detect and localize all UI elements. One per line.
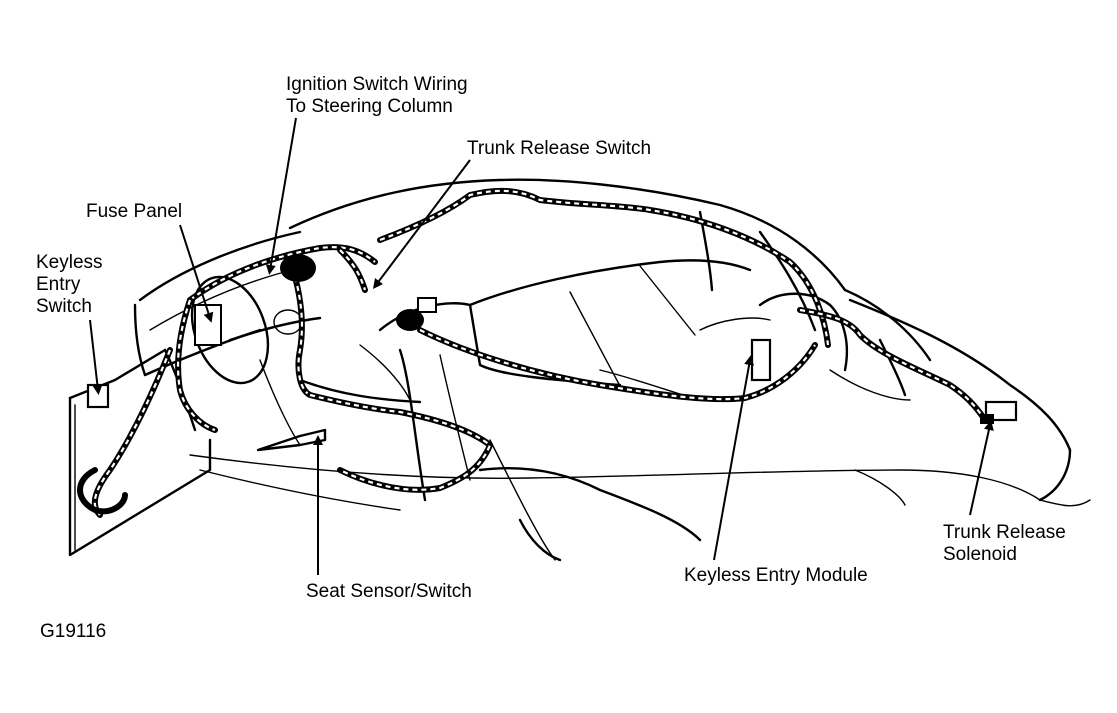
ignition-switch-wiring-leader	[265, 117, 297, 275]
keyless-entry-switch-line-1: Keyless	[36, 252, 103, 273]
car-body-outline	[68, 178, 1091, 562]
trunk-release-switch-label: Trunk Release Switch	[467, 138, 651, 160]
keyless-entry-switch-line-3: Switch	[36, 296, 92, 317]
keyless-entry-switch-label: Keyless Entry Switch	[36, 252, 103, 318]
keyless-entry-switch-leader	[89, 319, 103, 395]
trunk-release-solenoid-leader	[969, 420, 994, 516]
keyless-entry-switch-line-2: Entry	[36, 274, 81, 295]
trunk-release-solenoid-line-2: Solenoid	[943, 544, 1017, 565]
trunk-release-switch-part	[396, 309, 424, 331]
seat-sensor-part	[256, 428, 327, 452]
ignition-switch-wiring-line-2: To Steering Column	[286, 96, 453, 117]
ignition-switch-wiring-label: Ignition Switch Wiring To Steering Colum…	[286, 74, 468, 118]
fuse-panel-label: Fuse Panel	[86, 201, 182, 223]
trunk-release-switch-leader	[372, 159, 471, 289]
keyless-entry-module-leader	[713, 355, 755, 561]
keyless-entry-module-label: Keyless Entry Module	[684, 565, 868, 587]
fuse-panel-leader	[179, 224, 214, 323]
ignition-switch-wiring-line-1: Ignition Switch Wiring	[286, 74, 468, 95]
keyless-entry-module-part	[750, 338, 772, 382]
seat-sensor-switch-label: Seat Sensor/Switch	[306, 581, 472, 603]
ignition-switch-connector	[280, 254, 316, 282]
fuse-panel-line-1: Fuse Panel	[86, 201, 183, 222]
wiring-harness	[91, 187, 988, 518]
trunk-release-solenoid-line-1: Trunk Release	[943, 522, 1066, 543]
seat-sensor-switch-line-1: Seat Sensor/Switch	[306, 581, 472, 602]
callout-lines	[89, 117, 994, 575]
keyless-entry-module-line-1: Keyless Entry Module	[684, 565, 868, 586]
figure-id-label: G19116	[40, 621, 107, 642]
trunk-release-solenoid-label: Trunk Release Solenoid	[943, 522, 1066, 566]
trunk-release-switch-line-1: Trunk Release Switch	[467, 138, 652, 159]
